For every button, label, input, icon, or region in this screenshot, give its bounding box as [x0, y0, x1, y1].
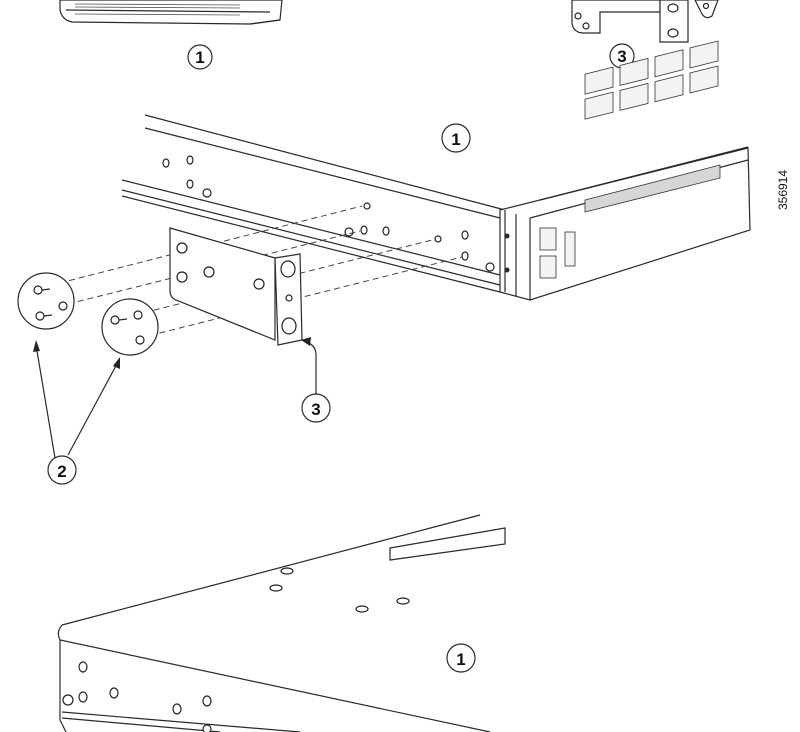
- mid-callout-3-label: 3: [311, 400, 320, 419]
- mid-switch-illustration: [121, 40, 751, 301]
- bracket-leader: [305, 341, 317, 395]
- mid-callout-3: 3: [301, 393, 331, 423]
- bottom-callout-1-label: 1: [456, 650, 465, 669]
- mid-switch-ports: [584, 40, 719, 120]
- figure-id: 356914: [776, 170, 790, 210]
- bracket-illustration: [169, 227, 303, 346]
- mid-callout-1: 1: [441, 123, 471, 153]
- mid-callout-2: 2: [47, 455, 77, 485]
- mid-switch-side-holes: [162, 155, 495, 272]
- top-bracket-illustration: [571, 0, 719, 43]
- bottom-callout-1: 1: [446, 643, 476, 673]
- top-callout-1-label: 1: [195, 48, 204, 67]
- screw-leaders: [33, 340, 120, 459]
- screw-group-right: [101, 298, 159, 356]
- mid-callout-2-label: 2: [57, 462, 66, 481]
- top-switch-illustration: [59, 0, 283, 25]
- mid-callout-1-label: 1: [451, 130, 460, 149]
- screw-group-left: [17, 272, 75, 330]
- top-callout-3-label: 3: [617, 47, 626, 66]
- bottom-switch-illustration: [57, 514, 506, 732]
- top-callout-1: 1: [187, 44, 213, 70]
